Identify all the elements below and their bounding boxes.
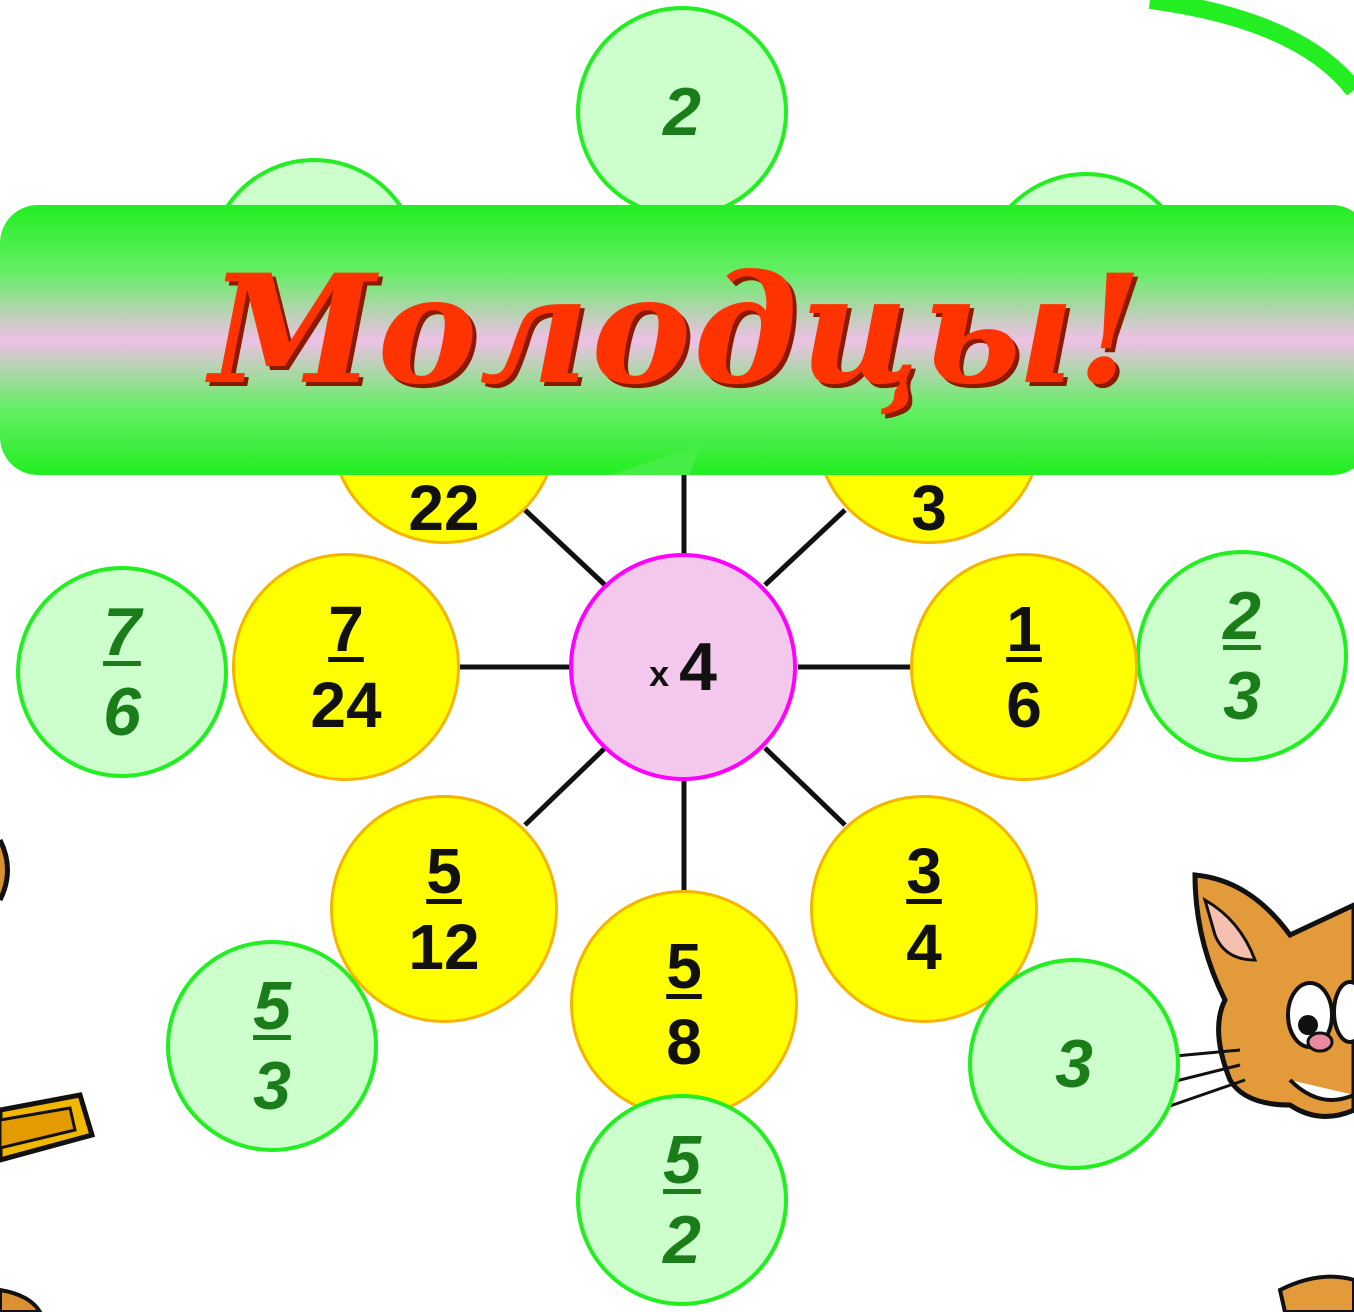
praise-text: Молодцы! [0, 205, 1354, 455]
